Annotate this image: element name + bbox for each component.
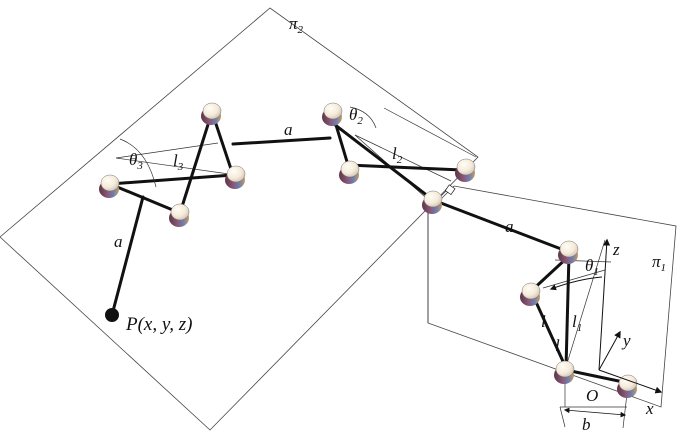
joint-upper-right [455,158,476,182]
y-axis-label: y [621,331,631,350]
joint-right-top [558,240,579,264]
a-left-label: a [114,232,123,251]
link-a-left [110,195,145,317]
plane-pi2 [0,7,479,431]
theta2-tick [383,107,477,158]
joint-base-right [617,374,638,398]
joint-top-left [201,102,222,125]
end-point-label: P(x, y, z) [125,314,192,335]
link-base-b [564,368,630,385]
a-middle-label: a [505,217,514,236]
theta1-arc [549,276,603,291]
link-a-middle [431,198,571,254]
link-left-cross-2 [108,182,182,215]
link-left-cross-3 [178,110,214,215]
joints [99,102,638,398]
theta2-arc [349,106,377,129]
joint-right-left [520,282,541,306]
end-point-marker [105,308,119,322]
joint-upper-lower [339,160,360,184]
l3-label: l3 [173,151,184,173]
origin-label: O [586,386,598,405]
theta3-label: θ3 [129,150,143,172]
l1-label: l1 [572,312,582,334]
plane-pi2-label: π2 [289,14,304,36]
joint-left-right [225,165,246,189]
b-label: b [582,415,591,434]
b-dimension-line [563,407,627,418]
link-l1 [529,289,568,370]
joint-middle [422,190,443,214]
x-axis [598,369,663,394]
link-left-cross-1 [108,173,235,186]
plane-pi1 [427,185,677,408]
shoulder-cube-marker [444,184,456,196]
link-lower-vertical [564,252,571,370]
l-label: l [541,312,546,331]
z-axis-label: z [612,240,620,259]
l-lower-label: l [555,336,560,355]
origin-and-endpoint [105,184,456,322]
theta1-label: θ1 [585,256,599,278]
plane-pi1-label: π1 [652,252,666,274]
a-upper-label: a [284,120,293,139]
x-axis-label: x [645,399,654,418]
theta2-label: θ2 [349,105,363,127]
y-axis [598,330,621,371]
joint-left-upper [99,174,120,198]
joint-base-left [554,360,575,384]
labels: π2 π1 θ3 l3 θ2 l2 θ1 l1 a a a l l b O x … [114,14,666,434]
link-a-upper [231,136,332,146]
arm-links [108,110,630,385]
joint-upper-left [322,102,343,126]
axes [563,238,663,418]
joint-left-lower [169,203,190,227]
theta3-arc [119,138,157,188]
z-axis [598,238,611,371]
angle-markers [119,106,603,291]
link-upper-to-shoulder [328,119,435,202]
link-l2 [346,163,464,172]
l2-label: l2 [392,144,403,166]
